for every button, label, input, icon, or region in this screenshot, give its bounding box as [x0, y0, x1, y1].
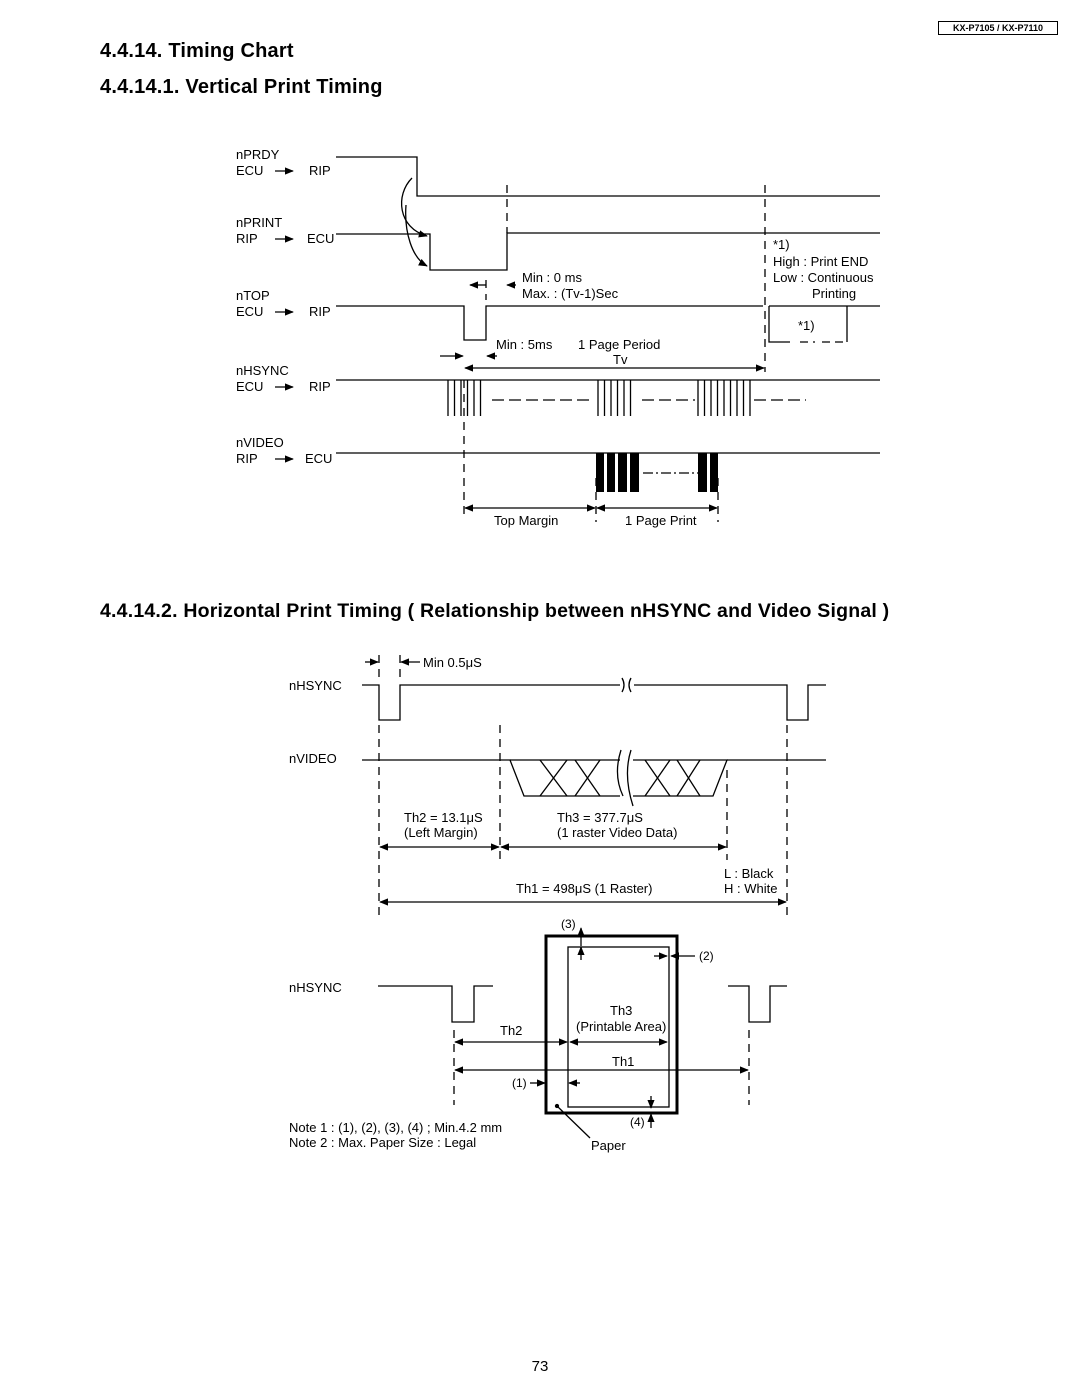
label-paper: Paper — [591, 1138, 626, 1153]
note-ref-1: *1) — [773, 237, 790, 252]
signal-nhsync-h-label: nHSYNC — [289, 678, 342, 693]
video-data-block — [596, 453, 604, 492]
signal-nprint-label: nPRINT — [236, 215, 282, 230]
waveform-ntop — [336, 305, 763, 341]
label-th2-sub: (Left Margin) — [404, 825, 478, 840]
section-title-timing-chart: 4.4.14. Timing Chart — [100, 40, 294, 62]
video-data-block — [710, 453, 718, 492]
waveform-nvideo-h — [362, 749, 826, 807]
label-h-white: H : White — [724, 881, 777, 896]
label-th2: Th2 = 13.1μS — [404, 810, 483, 825]
signal-nprint-from: RIP — [236, 231, 258, 246]
video-data-block — [630, 453, 639, 492]
paper-diagram — [378, 927, 787, 1139]
causality-arrow-1 — [400, 177, 428, 238]
signal-nprdy-to: RIP — [309, 163, 331, 178]
note-high: High : Print END — [773, 254, 868, 269]
horizontal-timing-diagram: nHSYNC nVIDEO nHSYNC — [289, 655, 826, 1153]
video-data-block — [607, 453, 615, 492]
note-1: Note 1 : (1), (2), (3), (4) ; Min.4.2 mm — [289, 1120, 502, 1135]
signal-ntop-from: ECU — [236, 304, 263, 319]
direction-arrows — [275, 167, 294, 463]
marker-4: (4) — [630, 1115, 645, 1129]
label-paper-th2: Th2 — [500, 1023, 522, 1038]
signal-nvideo-from: RIP — [236, 451, 258, 466]
marker-1: (1) — [512, 1076, 527, 1090]
model-header: KX-P7105 / KX-P7110 — [938, 21, 1058, 35]
label-printable-area: (Printable Area) — [576, 1019, 666, 1034]
signal-nvideo-h-label: nVIDEO — [289, 751, 337, 766]
signal-nhsync-label: nHSYNC — [236, 363, 289, 378]
signal-nprdy-label: nPRDY — [236, 147, 280, 162]
printable-area — [567, 946, 670, 1108]
reference-dashed-lines — [463, 185, 766, 522]
label-th3: Th3 = 377.7μS — [557, 810, 643, 825]
label-page-period: 1 Page Period — [578, 337, 660, 352]
note-low-2: Printing — [812, 286, 856, 301]
marker-2: (2) — [699, 949, 714, 963]
signal-nprint-to: ECU — [307, 231, 334, 246]
paper-outline — [544, 934, 679, 1115]
dimension-arrows-vertical — [440, 281, 765, 512]
video-data-block — [698, 453, 707, 492]
waveform-nprint — [336, 232, 880, 271]
signal-ntop-label: nTOP — [236, 288, 270, 303]
label-th3-sub: (1 raster Video Data) — [557, 825, 677, 840]
note-2: Note 2 : Max. Paper Size : Legal — [289, 1135, 476, 1150]
signal-nvideo-to: ECU — [305, 451, 332, 466]
note-ref-2: *1) — [798, 318, 815, 333]
label-min-05us: Min 0.5μS — [423, 655, 482, 670]
note-low: Low : Continuous — [773, 270, 874, 285]
reference-dashed-lines-h — [378, 655, 788, 1105]
waveform-nhsync-vertical — [336, 379, 880, 416]
label-paper-th3: Th3 — [610, 1003, 632, 1018]
signal-nvideo-label: nVIDEO — [236, 435, 284, 450]
label-page-print: 1 Page Print — [625, 513, 697, 528]
signal-nprdy-from: ECU — [236, 163, 263, 178]
label-top-margin: Top Margin — [494, 513, 558, 528]
label-th1: Th1 = 498μS (1 Raster) — [516, 881, 652, 896]
waveform-nprdy — [336, 156, 880, 197]
section-title-horizontal: 4.4.14.2. Horizontal Print Timing ( Rela… — [100, 600, 890, 622]
label-l-black: L : Black — [724, 866, 774, 881]
vertical-timing-diagram: nPRDY ECU RIP nPRINT RIP ECU nTOP ECU RI… — [236, 147, 880, 528]
marker-3: (3) — [561, 917, 576, 931]
label-max-tv: Max. : (Tv-1)Sec — [522, 286, 619, 301]
signal-nhsync-h2-label: nHSYNC — [289, 980, 342, 995]
signal-nhsync-to: RIP — [309, 379, 331, 394]
causality-arrow-2 — [405, 204, 428, 267]
signal-nhsync-from: ECU — [236, 379, 263, 394]
label-min-5ms: Min : 5ms — [496, 337, 553, 352]
section-title-vertical: 4.4.14.1. Vertical Print Timing — [100, 76, 383, 98]
dimension-arrows-h — [365, 658, 787, 906]
waveform-nhsync-h — [362, 684, 620, 721]
label-paper-th1: Th1 — [612, 1054, 634, 1069]
video-data-block — [618, 453, 627, 492]
signal-ntop-to: RIP — [309, 304, 331, 319]
label-tv: Tv — [613, 352, 628, 367]
waveform-nvideo-vertical — [336, 452, 880, 492]
page-number: 73 — [531, 1358, 549, 1375]
label-min-0ms: Min : 0 ms — [522, 270, 582, 285]
